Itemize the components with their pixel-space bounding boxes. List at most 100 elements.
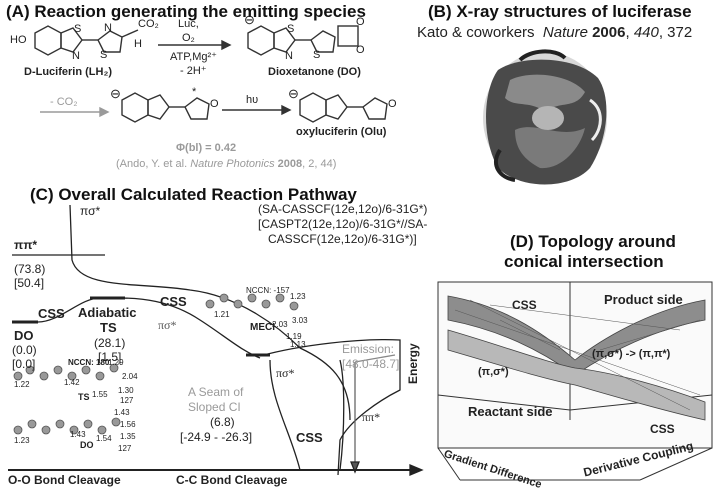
ts-name-1: Adiabatic	[78, 305, 137, 320]
geo-do-123: 1.23	[14, 436, 30, 445]
css-left-label: CSS	[38, 306, 65, 321]
panel-b-citation: Kato & coworkers Nature 2006, 440, 372	[417, 24, 693, 41]
seam-4: [-24.9 - -26.3]	[180, 430, 253, 444]
seam-1: A Seam of	[188, 385, 244, 399]
geo-do-156: 1.56	[120, 420, 136, 429]
geo-ts-130: 1.30	[118, 386, 134, 395]
phi-label: Φ(bl) = 0.42	[176, 142, 237, 154]
ts-struct-label: TS	[78, 392, 90, 402]
panel-b-title: (B) X-ray structures of luciferase	[428, 2, 692, 21]
d-css-bottom: CSS	[650, 422, 675, 436]
ho-label: HO	[10, 34, 27, 46]
geo-meci-203: 2.03	[272, 320, 288, 329]
emission-1: Emission:	[342, 342, 395, 356]
do-v2: [0.0]	[12, 357, 36, 371]
method-line-3: CASSCF(12e,12o)/6-31G*)]	[268, 232, 417, 246]
bond-oo-label: O-O Bond Cleavage	[8, 473, 121, 487]
geo-meci-119: 1.19	[286, 332, 302, 341]
panel-d-title-1: (D) Topology around	[510, 232, 676, 251]
o-atom: O	[210, 98, 219, 110]
do-name: DO	[14, 328, 34, 343]
geo-ts-204: 2.04	[122, 372, 138, 381]
ref-label: (Ando, Y. et al. Nature Photonics 2008, …	[116, 158, 336, 170]
geo-ts-122: 1.22	[14, 380, 30, 389]
o-atom: O	[388, 98, 397, 110]
co2h-label: CO₂	[138, 18, 159, 30]
meci-nccn: NCCN: -157	[246, 286, 290, 295]
n-atom: N	[285, 50, 293, 62]
minus-co2-label: - CO₂	[50, 96, 78, 108]
ts-v2: [1.5]	[98, 350, 122, 364]
geo-do-154: 1.54	[96, 434, 112, 443]
geo-do-127: 127	[118, 444, 132, 453]
o-minus-icon: ⊖	[288, 86, 299, 101]
emission-2: [48.0-48.7]	[342, 357, 400, 371]
geo-ts-127: 127	[120, 396, 134, 405]
d-energy-axis: Energy	[406, 343, 420, 384]
cite-year: 2006	[592, 24, 626, 41]
do-struct-label: DO	[80, 440, 94, 450]
pisig-low-label: πσ*	[276, 366, 295, 380]
geo-ts-142: 1.42	[64, 378, 80, 387]
pipi-left-v2: [50.4]	[14, 276, 45, 290]
ts-v1: (28.1)	[94, 336, 126, 350]
geo-do-143b: 1.43	[114, 408, 130, 417]
geo-ts-129: 1.29	[108, 358, 124, 367]
o-minus-icon: ⊖	[110, 86, 121, 101]
ref-rest: , 2, 44)	[302, 158, 337, 170]
o-atom: O	[356, 44, 365, 56]
pisig-top-label: πσ*	[80, 204, 101, 218]
d-pisig-pipi: (π,σ*) -> (π,π*)	[592, 348, 671, 360]
css-low-label: CSS	[296, 430, 323, 445]
pipi-left-v1: (73.8)	[14, 262, 46, 276]
ts-nccn: NCCN: 180	[68, 358, 110, 367]
o-atom: O	[356, 16, 365, 28]
h-stereo-label: H	[134, 38, 142, 50]
n-atom: N	[72, 50, 80, 62]
d-pisig: (π,σ*)	[478, 366, 509, 378]
css-mid-label: CSS	[160, 294, 187, 309]
s-atom: S	[287, 23, 295, 35]
cond-luc: Luc,	[178, 18, 199, 30]
cond-atp: ATP,Mg²⁺	[170, 51, 217, 63]
s-atom: S	[74, 23, 82, 35]
bond-cc-label: C-C Bond Cleavage	[176, 473, 288, 487]
ref-journal: Nature Photonics	[190, 158, 275, 170]
meci-label: MECI	[250, 322, 275, 333]
seam-3: (6.8)	[210, 415, 235, 429]
d-product-side: Product side	[604, 292, 683, 307]
s-atom: S	[313, 49, 321, 61]
ref-pre: (Ando, Y. et al.	[116, 158, 191, 170]
method-line-2: [CASPT2(12e,12o)/6-31G*//SA-	[258, 217, 428, 231]
geo-meci-123: 1.23	[290, 292, 306, 301]
cite-vol: 440	[633, 24, 659, 41]
pisig-mid-label: πσ*	[158, 318, 177, 332]
d-reactant-side: Reactant side	[468, 404, 553, 419]
excited-star: *	[192, 86, 197, 98]
cond-o2: O₂	[182, 32, 195, 44]
cite-journal: Nature	[542, 24, 588, 41]
d-css-top: CSS	[512, 298, 537, 312]
ts-name-2: TS	[100, 320, 117, 335]
o-minus-icon: ⊖	[244, 12, 255, 27]
geo-meci-113: 1.13	[290, 340, 306, 349]
geo-meci-303: 3.03	[292, 316, 308, 325]
panel-a-title: (A) Reaction generating the emitting spe…	[6, 2, 366, 21]
geo-do-143a: 1.43	[70, 430, 86, 439]
panel-c-title: (C) Overall Calculated Reaction Pathway	[30, 185, 357, 204]
do-v1: (0.0)	[12, 343, 37, 357]
cite-authors: Kato & coworkers	[417, 24, 535, 41]
geo-meci-121: 1.21	[214, 310, 230, 319]
pipi-low-label: ππ*	[362, 410, 381, 424]
n-atom: N	[104, 22, 112, 34]
cite-page: , 372	[658, 24, 693, 41]
s-atom: S	[100, 49, 108, 61]
method-line-1: (SA-CASSCF(12e,12o)/6-31G*)	[258, 202, 428, 216]
panel-d-title-2: conical intersection	[504, 252, 664, 271]
hv-label: hυ	[246, 94, 259, 106]
do-label: Dioxetanone (DO)	[268, 66, 361, 78]
